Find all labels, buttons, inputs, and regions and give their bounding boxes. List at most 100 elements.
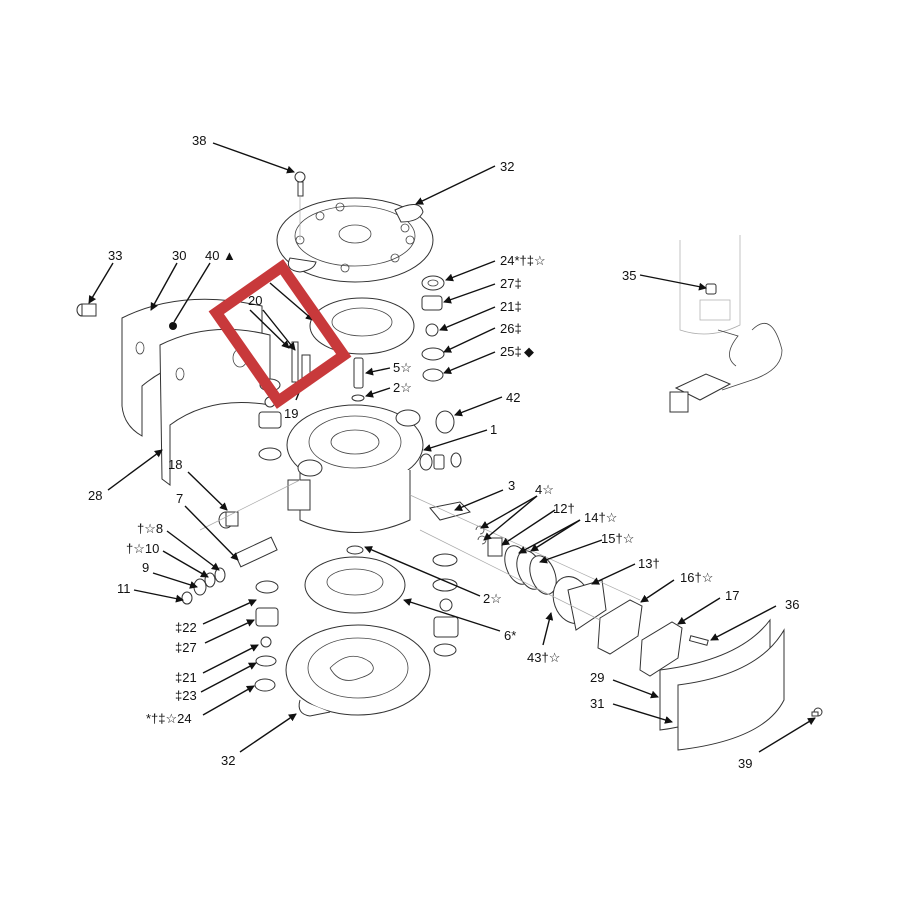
callout-27-right: 27‡ — [500, 276, 522, 291]
callout-8: †☆8 — [137, 521, 163, 536]
callout-6: 6* — [504, 628, 516, 643]
callout-21-right: 21‡ — [500, 299, 522, 314]
callout-24-right: 24*†‡☆ — [500, 253, 546, 268]
callout-20: 20 — [248, 293, 262, 308]
callout-11: 11 — [117, 581, 131, 596]
callout-27-left: ‡27 — [175, 640, 197, 655]
leader-line — [403, 598, 501, 632]
leader-line — [365, 387, 391, 398]
leader-line — [152, 572, 198, 589]
leader-line — [365, 367, 391, 376]
screw-part-38 — [294, 171, 306, 240]
leader-line — [150, 262, 178, 311]
leader-line — [173, 262, 211, 323]
leader-line — [162, 550, 209, 578]
leader-line — [445, 260, 496, 282]
callout-3: 3 — [508, 478, 515, 493]
callout-40: 40 — [205, 248, 219, 263]
callout-30: 30 — [172, 248, 186, 263]
leader-line — [133, 589, 184, 603]
callout-32-bottom: 32 — [221, 753, 235, 768]
leader-line — [758, 717, 816, 753]
diaphragm-part-6 — [304, 545, 406, 614]
callout-43: 43†☆ — [527, 650, 560, 665]
left-valve-stack — [258, 378, 282, 461]
callout-32-top: 32 — [500, 159, 514, 174]
seal-rings-part — [504, 545, 557, 595]
leader-line — [269, 282, 314, 321]
leader-line — [200, 662, 257, 693]
callout-39: 39 — [738, 756, 752, 771]
leader-line — [539, 539, 603, 564]
callout-18: 18 — [168, 457, 182, 472]
leader-line — [518, 519, 581, 554]
leader-line — [612, 703, 673, 724]
leader-line — [443, 327, 496, 353]
leader-line — [677, 597, 721, 625]
triangle-mark-icon: ▲ — [223, 248, 236, 263]
callout-25: 25‡ — [500, 344, 522, 359]
leader-line — [249, 309, 290, 349]
callout-16: 16†☆ — [680, 570, 713, 585]
leader-line — [612, 679, 659, 699]
top-air-cover-part — [276, 197, 434, 283]
callout-31: 31 — [590, 696, 604, 711]
diamond-mark-icon: ◆ — [524, 344, 534, 359]
leader-line — [443, 351, 496, 375]
callout-22: ‡22 — [175, 620, 197, 635]
callout-13: 13† — [638, 556, 660, 571]
callout-19: 19 — [284, 406, 298, 421]
callout-17: 17 — [725, 588, 739, 603]
leader-line — [88, 262, 114, 304]
callout-10: †☆10 — [126, 541, 159, 556]
leader-line — [364, 546, 481, 597]
leader-line — [204, 619, 255, 644]
left-guard-part — [121, 298, 271, 486]
screw-part-36 — [688, 635, 709, 646]
right-valve-stack — [421, 275, 455, 434]
callout-33: 33 — [108, 248, 122, 263]
highlight-box — [208, 259, 352, 409]
sensor-cable-part-35 — [669, 235, 783, 413]
leader-line — [639, 274, 707, 291]
fitting-part-33 — [76, 303, 97, 317]
callout-35: 35 — [622, 268, 636, 283]
leader-line — [591, 563, 636, 585]
bottom-air-cover-part — [285, 624, 431, 717]
lower-right-valve-stack — [432, 553, 459, 657]
callout-9: 9 — [142, 560, 149, 575]
leader-line — [480, 495, 538, 529]
right-guard-part — [659, 618, 785, 751]
callout-26: 26‡ — [500, 321, 522, 336]
callout-24-left: *†‡☆24 — [146, 711, 192, 726]
leader-line — [187, 471, 228, 511]
callout-42: 42 — [506, 390, 520, 405]
leader-line — [202, 599, 257, 625]
body-side-seals — [419, 452, 462, 471]
leader-line — [262, 309, 296, 351]
leader-line — [166, 530, 220, 571]
leader-line — [202, 685, 255, 716]
leader-line — [501, 509, 556, 546]
leader-line — [423, 429, 488, 452]
leader-line — [542, 612, 554, 646]
leader-line — [483, 495, 538, 541]
valve-part-3 — [429, 501, 503, 557]
callout-12: 12† — [553, 501, 575, 516]
leader-line — [202, 644, 259, 674]
callout-2-top: 2☆ — [393, 380, 412, 395]
callout-23: ‡23 — [175, 688, 197, 703]
callout-4: 4☆ — [535, 482, 554, 497]
callout-5: 5☆ — [393, 360, 412, 375]
center-housing-part — [286, 404, 424, 533]
leader-line — [212, 142, 295, 174]
pin-part-5 — [351, 357, 365, 402]
callout-21-left: ‡21 — [175, 670, 197, 685]
leader-line — [439, 306, 496, 331]
callout-38: 38 — [192, 133, 206, 148]
screw-part-39 — [811, 707, 823, 717]
leader-line — [184, 505, 239, 561]
callout-1: 1 — [490, 422, 497, 437]
